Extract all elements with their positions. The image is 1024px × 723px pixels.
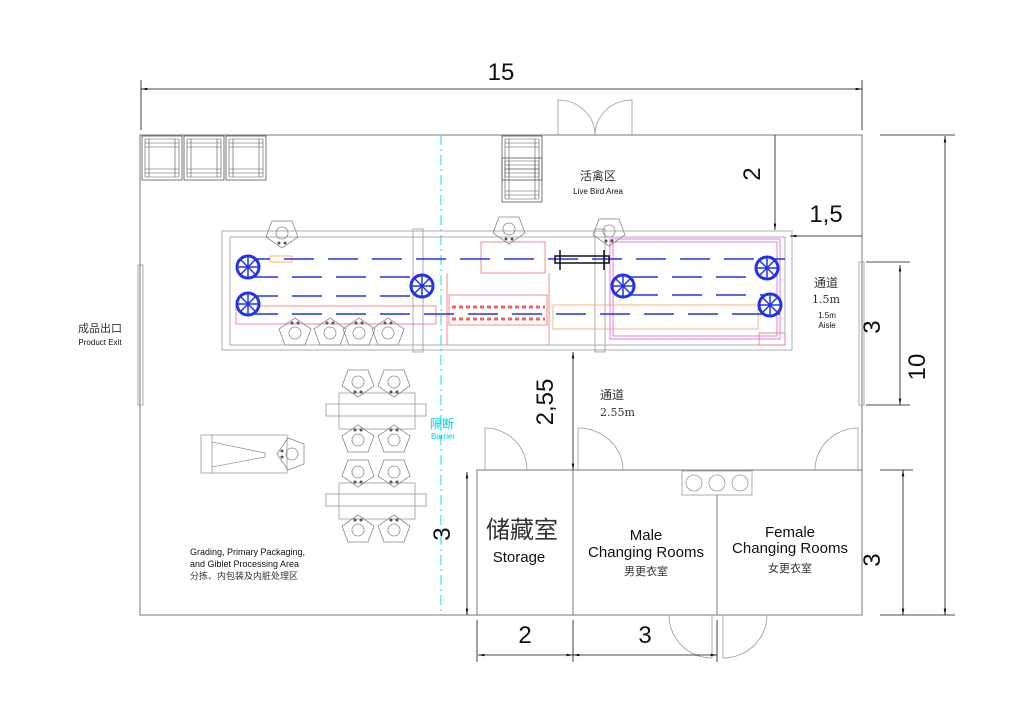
rooms xyxy=(476,427,863,659)
dim-total-width: 15 xyxy=(488,59,515,86)
grading-label-en-1: Grading, Primary Packaging, xyxy=(190,547,305,557)
male-room-label-cn: 男更衣室 xyxy=(624,564,668,578)
dim-rooms-depth-left: 3 xyxy=(429,527,456,540)
dim-aisle-center-depth: 2,55 xyxy=(532,379,559,426)
aisle-center-label-cn: 通道 xyxy=(600,388,624,402)
dim-rooms-depth-right: 3 xyxy=(859,553,886,566)
dim-storage-width: 2 xyxy=(518,622,531,649)
pallets-top-left xyxy=(141,135,267,181)
storage-label-en: Storage xyxy=(493,549,546,566)
dim-right-window-span: 3 xyxy=(859,320,886,333)
window-left xyxy=(137,264,144,406)
barrier-label-en: Barrier xyxy=(431,432,455,441)
aisle-right-size: 1.5m xyxy=(812,293,840,306)
workers-line xyxy=(265,216,626,346)
product-exit-label-cn: 成品出口 xyxy=(78,321,122,335)
male-room-label-1: Male xyxy=(630,527,663,544)
dim-male-room-width: 3 xyxy=(638,622,651,649)
dim-aisle-right-width: 1,5 xyxy=(809,201,842,228)
female-room-label-2: Changing Rooms xyxy=(732,540,848,557)
dim-total-depth: 10 xyxy=(904,354,931,381)
exit-door-right xyxy=(722,614,768,659)
dimension-lines xyxy=(140,80,955,662)
female-room-label-1: Female xyxy=(765,524,815,541)
dim-live-bird-depth: 2 xyxy=(739,167,766,180)
window-right xyxy=(858,261,865,406)
aisle-right-label-cn: 通道 xyxy=(814,276,838,290)
grading-tables xyxy=(200,369,427,543)
male-room-door xyxy=(577,427,624,471)
storage-label-cn: 储藏室 xyxy=(486,516,558,544)
exit-door-left xyxy=(668,614,713,659)
aisle-center-size: 2.55m xyxy=(600,406,635,419)
grading-label-en-2: and Giblet Processing Area xyxy=(190,559,299,569)
female-room-label-cn: 女更衣室 xyxy=(768,561,812,575)
live-bird-label-en: Live Bird Area xyxy=(573,187,623,196)
storage-door xyxy=(484,427,528,471)
pallets-live-bird xyxy=(501,135,543,203)
product-exit-label-en: Product Exit xyxy=(78,338,122,347)
barrier-label-cn: 隔断 xyxy=(430,416,454,431)
processing-line xyxy=(221,228,793,353)
aisle-right-label-en: Aisle xyxy=(818,321,836,330)
live-bird-label-cn: 活禽区 xyxy=(580,168,616,183)
aisle-right-size-en: 1.5m xyxy=(818,311,836,320)
female-room-door xyxy=(814,427,859,471)
entrance-double-door xyxy=(557,99,633,136)
grading-label-cn: 分拣、内包装及内脏处理区 xyxy=(190,570,298,582)
male-room-label-2: Changing Rooms xyxy=(588,544,704,561)
